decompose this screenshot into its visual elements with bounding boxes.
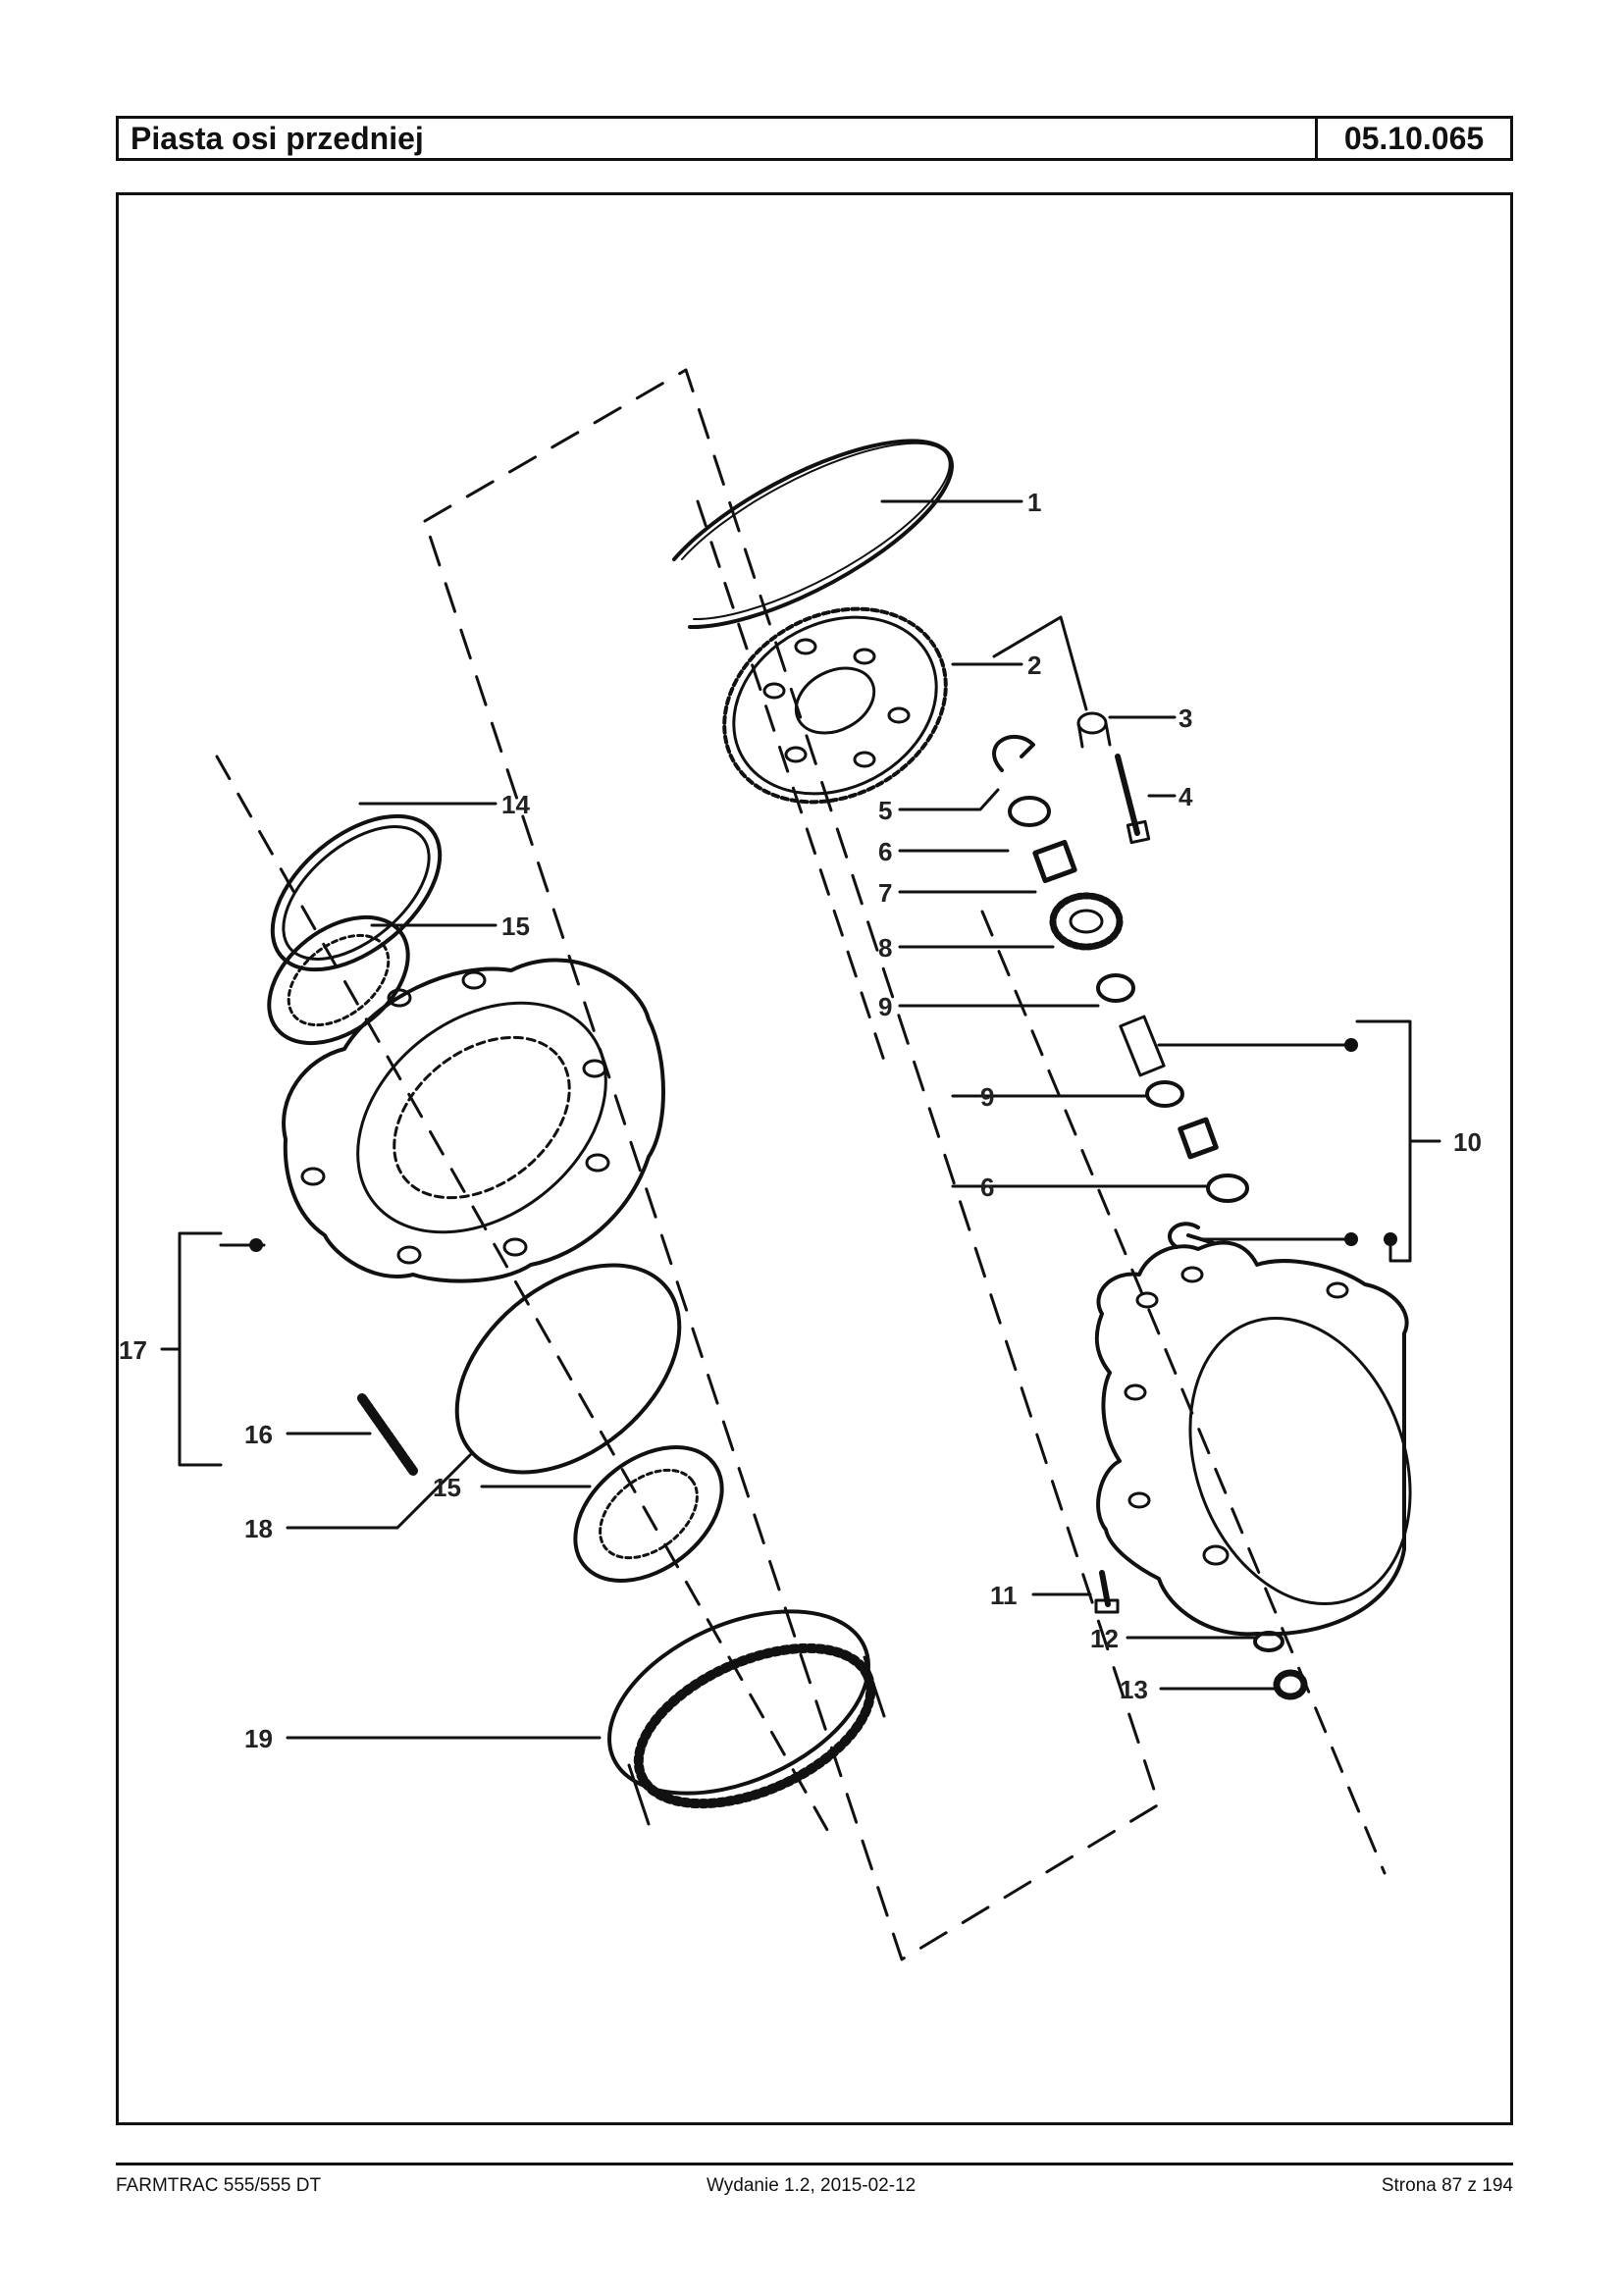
retaining-clip	[1168, 1222, 1200, 1249]
callout-2: 2	[1027, 651, 1041, 680]
callout-19: 19	[244, 1724, 273, 1753]
screw-head	[1094, 1598, 1120, 1614]
callout-1: 1	[1027, 488, 1041, 517]
callout-4: 4	[1179, 782, 1193, 811]
leader-dot	[1384, 1232, 1397, 1246]
leader-18	[286, 1453, 472, 1530]
leader-5	[898, 788, 1000, 811]
callout-9: 9	[878, 992, 892, 1021]
oil-seal	[270, 813, 443, 972]
wheel-hub-bore	[393, 1035, 571, 1200]
snap-ring-inner	[681, 442, 951, 621]
o-ring	[454, 1263, 682, 1475]
hub-stud-hole	[582, 1059, 607, 1078]
callout-17: 17	[119, 1335, 147, 1365]
washer	[1096, 973, 1135, 1003]
carrier-bolt-hole	[887, 706, 911, 724]
carrier-bolt-hole	[853, 751, 876, 768]
callout-8: 8	[878, 933, 892, 963]
bushing-body	[1076, 721, 1112, 749]
planet-pin	[1119, 1015, 1166, 1077]
callout-14: 14	[501, 790, 530, 819]
carrier-bolt-hole	[762, 682, 786, 700]
leader-dot	[249, 1238, 263, 1252]
retaining-clip	[992, 734, 1035, 772]
snap-ring	[672, 439, 954, 630]
callout-12: 12	[1090, 1624, 1119, 1653]
callout-15: 15	[501, 912, 530, 941]
header-bar: Piasta osi przedniej 05.10.065	[116, 116, 1513, 161]
footer-rule	[116, 2163, 1513, 2165]
callout-7: 7	[878, 878, 892, 908]
page-title: Piasta osi przedniej	[119, 119, 1318, 158]
needle-bearing	[1178, 1117, 1219, 1160]
housing-bolt-hole	[1127, 1491, 1151, 1509]
footer-model: FARMTRAC 555/555 DT	[116, 2175, 322, 2196]
housing-drain-hole	[1202, 1544, 1230, 1566]
axis-line-right	[980, 910, 1387, 1875]
wheel-stud	[357, 1393, 418, 1476]
hub-stud-hole	[502, 1237, 528, 1257]
housing-bolt-hole	[1124, 1383, 1147, 1401]
diagram-frame: 1 2 3 4 5 6 7 8 9 9 6 10 11 12 13 14 15 …	[116, 192, 1513, 2125]
wheel-hub	[282, 958, 665, 1283]
housing-bolt-hole	[1326, 1281, 1349, 1299]
planet-carrier-housing	[1094, 1240, 1409, 1637]
tapered-bearing-rollers	[599, 1468, 699, 1560]
callout-11: 11	[990, 1581, 1018, 1610]
footer-page-number: Strona 87 z 194	[1381, 2175, 1513, 2196]
hub-stud-hole	[300, 1167, 326, 1186]
planet-gear	[1049, 892, 1124, 951]
carrier-bolt-hole	[784, 746, 808, 763]
callout-9b: 9	[980, 1082, 994, 1112]
drain-plug	[1273, 1669, 1308, 1700]
ring-gear-teeth	[633, 1643, 876, 1809]
sealing-washer	[1253, 1631, 1284, 1652]
exploded-view-diagram: 1 2 3 4 5 6 7 8 9 9 6 10 11 12 13 14 15 …	[119, 368, 1482, 1961]
housing-bolt-hole	[1180, 1266, 1204, 1283]
callout-15b: 15	[433, 1473, 461, 1502]
oil-seal-inner	[282, 825, 431, 961]
callout-18: 18	[244, 1514, 273, 1543]
ring-gear-edge	[627, 1655, 886, 1826]
hub-stud-hole	[396, 1245, 422, 1265]
bushing-bracket	[992, 615, 1088, 711]
footer-edition: Wydanie 1.2, 2015-02-12	[707, 2175, 917, 2196]
callout-5: 5	[878, 796, 892, 825]
washer	[1145, 1080, 1184, 1108]
ring-gear	[607, 1609, 870, 1796]
carrier-plate-teeth	[722, 606, 948, 805]
wheel-hub-face	[356, 1001, 607, 1234]
planet-gear-bore	[1069, 909, 1104, 934]
assembly-outline	[423, 368, 1161, 1961]
callout-16: 16	[244, 1420, 273, 1449]
carrier-plate	[732, 615, 938, 796]
carrier-bolt-hole	[794, 638, 817, 655]
tapered-bearing-rollers	[287, 933, 391, 1027]
housing-bolt-hole	[1135, 1291, 1159, 1309]
hub-stud-hole	[387, 988, 412, 1008]
leader-10-bracket	[1355, 1019, 1441, 1263]
callout-13: 13	[1120, 1675, 1148, 1704]
washer	[1206, 1174, 1249, 1203]
section-code: 05.10.065	[1343, 121, 1485, 156]
axis-line-top	[696, 499, 886, 1063]
hub-stud-hole	[461, 970, 487, 990]
thrust-washer	[1008, 796, 1051, 827]
planet-carrier-face	[1188, 1316, 1412, 1606]
callout-3: 3	[1179, 704, 1192, 733]
bushing	[1076, 711, 1108, 735]
carrier-bolt-hole	[853, 648, 876, 665]
callout-6: 6	[878, 837, 892, 866]
leader-dot	[1344, 1038, 1358, 1052]
bolt-head	[1126, 819, 1151, 845]
leader-dot	[1344, 1232, 1358, 1246]
callout-10: 10	[1453, 1127, 1482, 1157]
hub-stud-hole	[585, 1153, 610, 1173]
needle-bearing	[1032, 839, 1077, 884]
tapered-bearing	[573, 1445, 724, 1583]
bolt-shank	[1115, 754, 1140, 836]
callout-6b: 6	[980, 1173, 994, 1202]
carrier-hole	[794, 666, 876, 735]
